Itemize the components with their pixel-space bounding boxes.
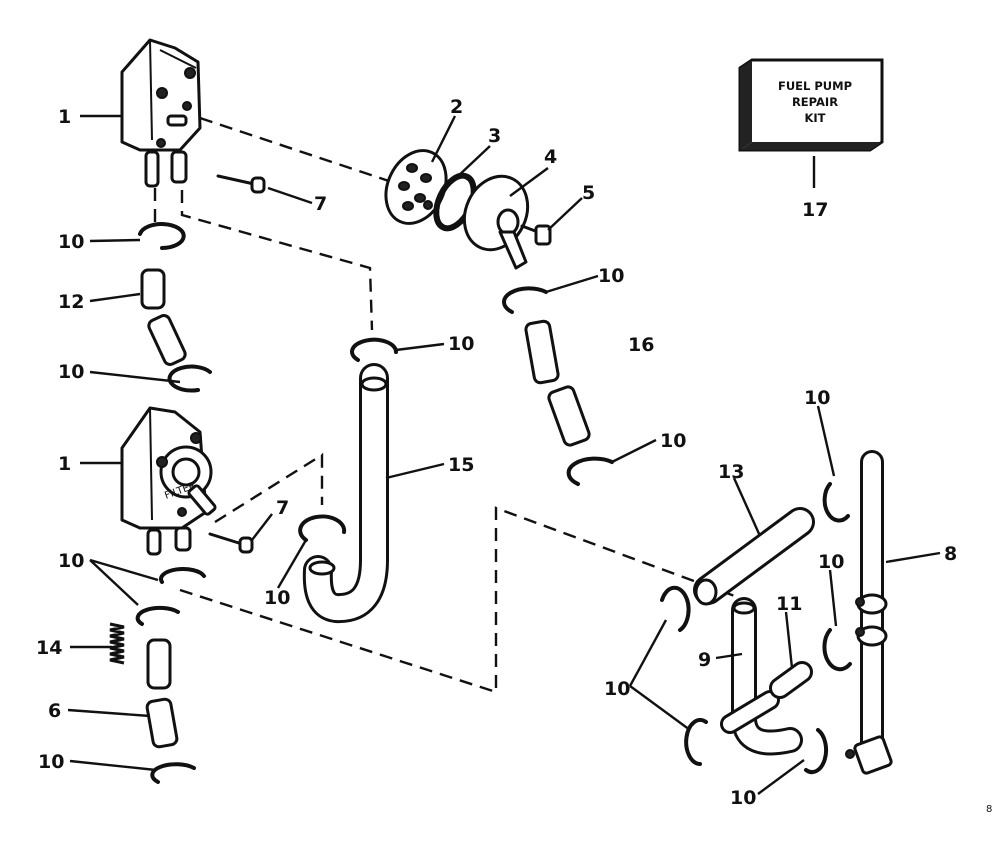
filter-cover bbox=[462, 174, 530, 270]
assembly-dashed-lines bbox=[153, 116, 741, 694]
callout-10-d: 10 bbox=[38, 751, 64, 773]
kit-label-line2: REPAIR bbox=[792, 95, 838, 109]
fuel-pump-top bbox=[120, 38, 202, 188]
callout-leaders bbox=[67, 114, 941, 795]
callout-1-top: 1 bbox=[58, 106, 71, 128]
hose-clamp bbox=[822, 482, 850, 523]
callout-10-b: 10 bbox=[58, 361, 84, 383]
callout-9: 9 bbox=[698, 649, 711, 671]
hose-clamp bbox=[135, 605, 180, 626]
callout-11: 11 bbox=[776, 593, 802, 615]
callout-10-i: 10 bbox=[804, 387, 830, 409]
mounting-screw-top bbox=[216, 174, 266, 194]
callout-2: 2 bbox=[450, 96, 463, 118]
hose-clamp bbox=[350, 337, 399, 362]
hose-9 bbox=[720, 597, 803, 756]
callout-17: 17 bbox=[802, 199, 828, 221]
callout-14: 14 bbox=[36, 637, 62, 659]
hose-clamp bbox=[138, 222, 186, 250]
callout-13: 13 bbox=[718, 461, 744, 483]
hose-clamp bbox=[660, 585, 691, 632]
hose-clamps bbox=[135, 222, 852, 784]
callout-4: 4 bbox=[544, 146, 557, 168]
callout-10-a: 10 bbox=[58, 231, 84, 253]
callout-3: 3 bbox=[488, 125, 501, 147]
callout-12: 12 bbox=[58, 291, 84, 313]
hose-13 bbox=[693, 507, 815, 606]
filter-screen bbox=[384, 149, 448, 225]
callout-16: 16 bbox=[628, 334, 654, 356]
fuel-line-8 bbox=[845, 450, 893, 775]
callout-15: 15 bbox=[448, 454, 474, 476]
callout-10-e: 10 bbox=[448, 333, 474, 355]
callout-10-f: 10 bbox=[598, 265, 624, 287]
callout-10-k: 10 bbox=[604, 678, 630, 700]
hose-clamp bbox=[298, 514, 347, 542]
hose-6 bbox=[145, 638, 179, 749]
hose-clamp bbox=[159, 567, 206, 584]
repair-kit-box: FUEL PUMP REPAIR KIT bbox=[738, 58, 884, 152]
callout-10-c: 10 bbox=[58, 550, 84, 572]
callout-10-h: 10 bbox=[264, 587, 290, 609]
hose-clamp bbox=[502, 286, 548, 314]
callout-8: 8 bbox=[944, 543, 957, 565]
hose-11 bbox=[769, 661, 813, 699]
kit-label-line3: KIT bbox=[804, 111, 825, 125]
hose-clamp bbox=[167, 364, 212, 393]
spring-14 bbox=[109, 622, 125, 665]
hose-clamp bbox=[566, 456, 614, 486]
fuel-pump-bottom: FILTER bbox=[120, 406, 217, 556]
page-mark: 8 bbox=[986, 804, 992, 815]
hose-clamp bbox=[804, 728, 829, 775]
callout-labels: 1 1 2 3 4 5 6 7 7 8 9 10 10 10 10 10 10 … bbox=[36, 96, 992, 815]
hose-clamp bbox=[684, 718, 708, 766]
kit-label-line1: FUEL PUMP bbox=[778, 79, 852, 93]
callout-10-l: 10 bbox=[730, 787, 756, 809]
hose-16 bbox=[524, 319, 591, 447]
callout-10-j: 10 bbox=[818, 551, 844, 573]
callout-7-bottom: 7 bbox=[276, 497, 289, 519]
hose-12 bbox=[140, 268, 187, 366]
callout-10-g: 10 bbox=[660, 430, 686, 452]
callout-7-top: 7 bbox=[314, 193, 327, 215]
callout-1-bottom: 1 bbox=[58, 453, 71, 475]
hose-clamp bbox=[150, 762, 196, 784]
hose-15 bbox=[302, 363, 389, 623]
callout-5: 5 bbox=[582, 182, 595, 204]
callout-6: 6 bbox=[48, 700, 61, 722]
cover-screw bbox=[520, 224, 552, 246]
mounting-screw-bottom bbox=[208, 532, 254, 554]
hose-clamp bbox=[822, 628, 852, 672]
